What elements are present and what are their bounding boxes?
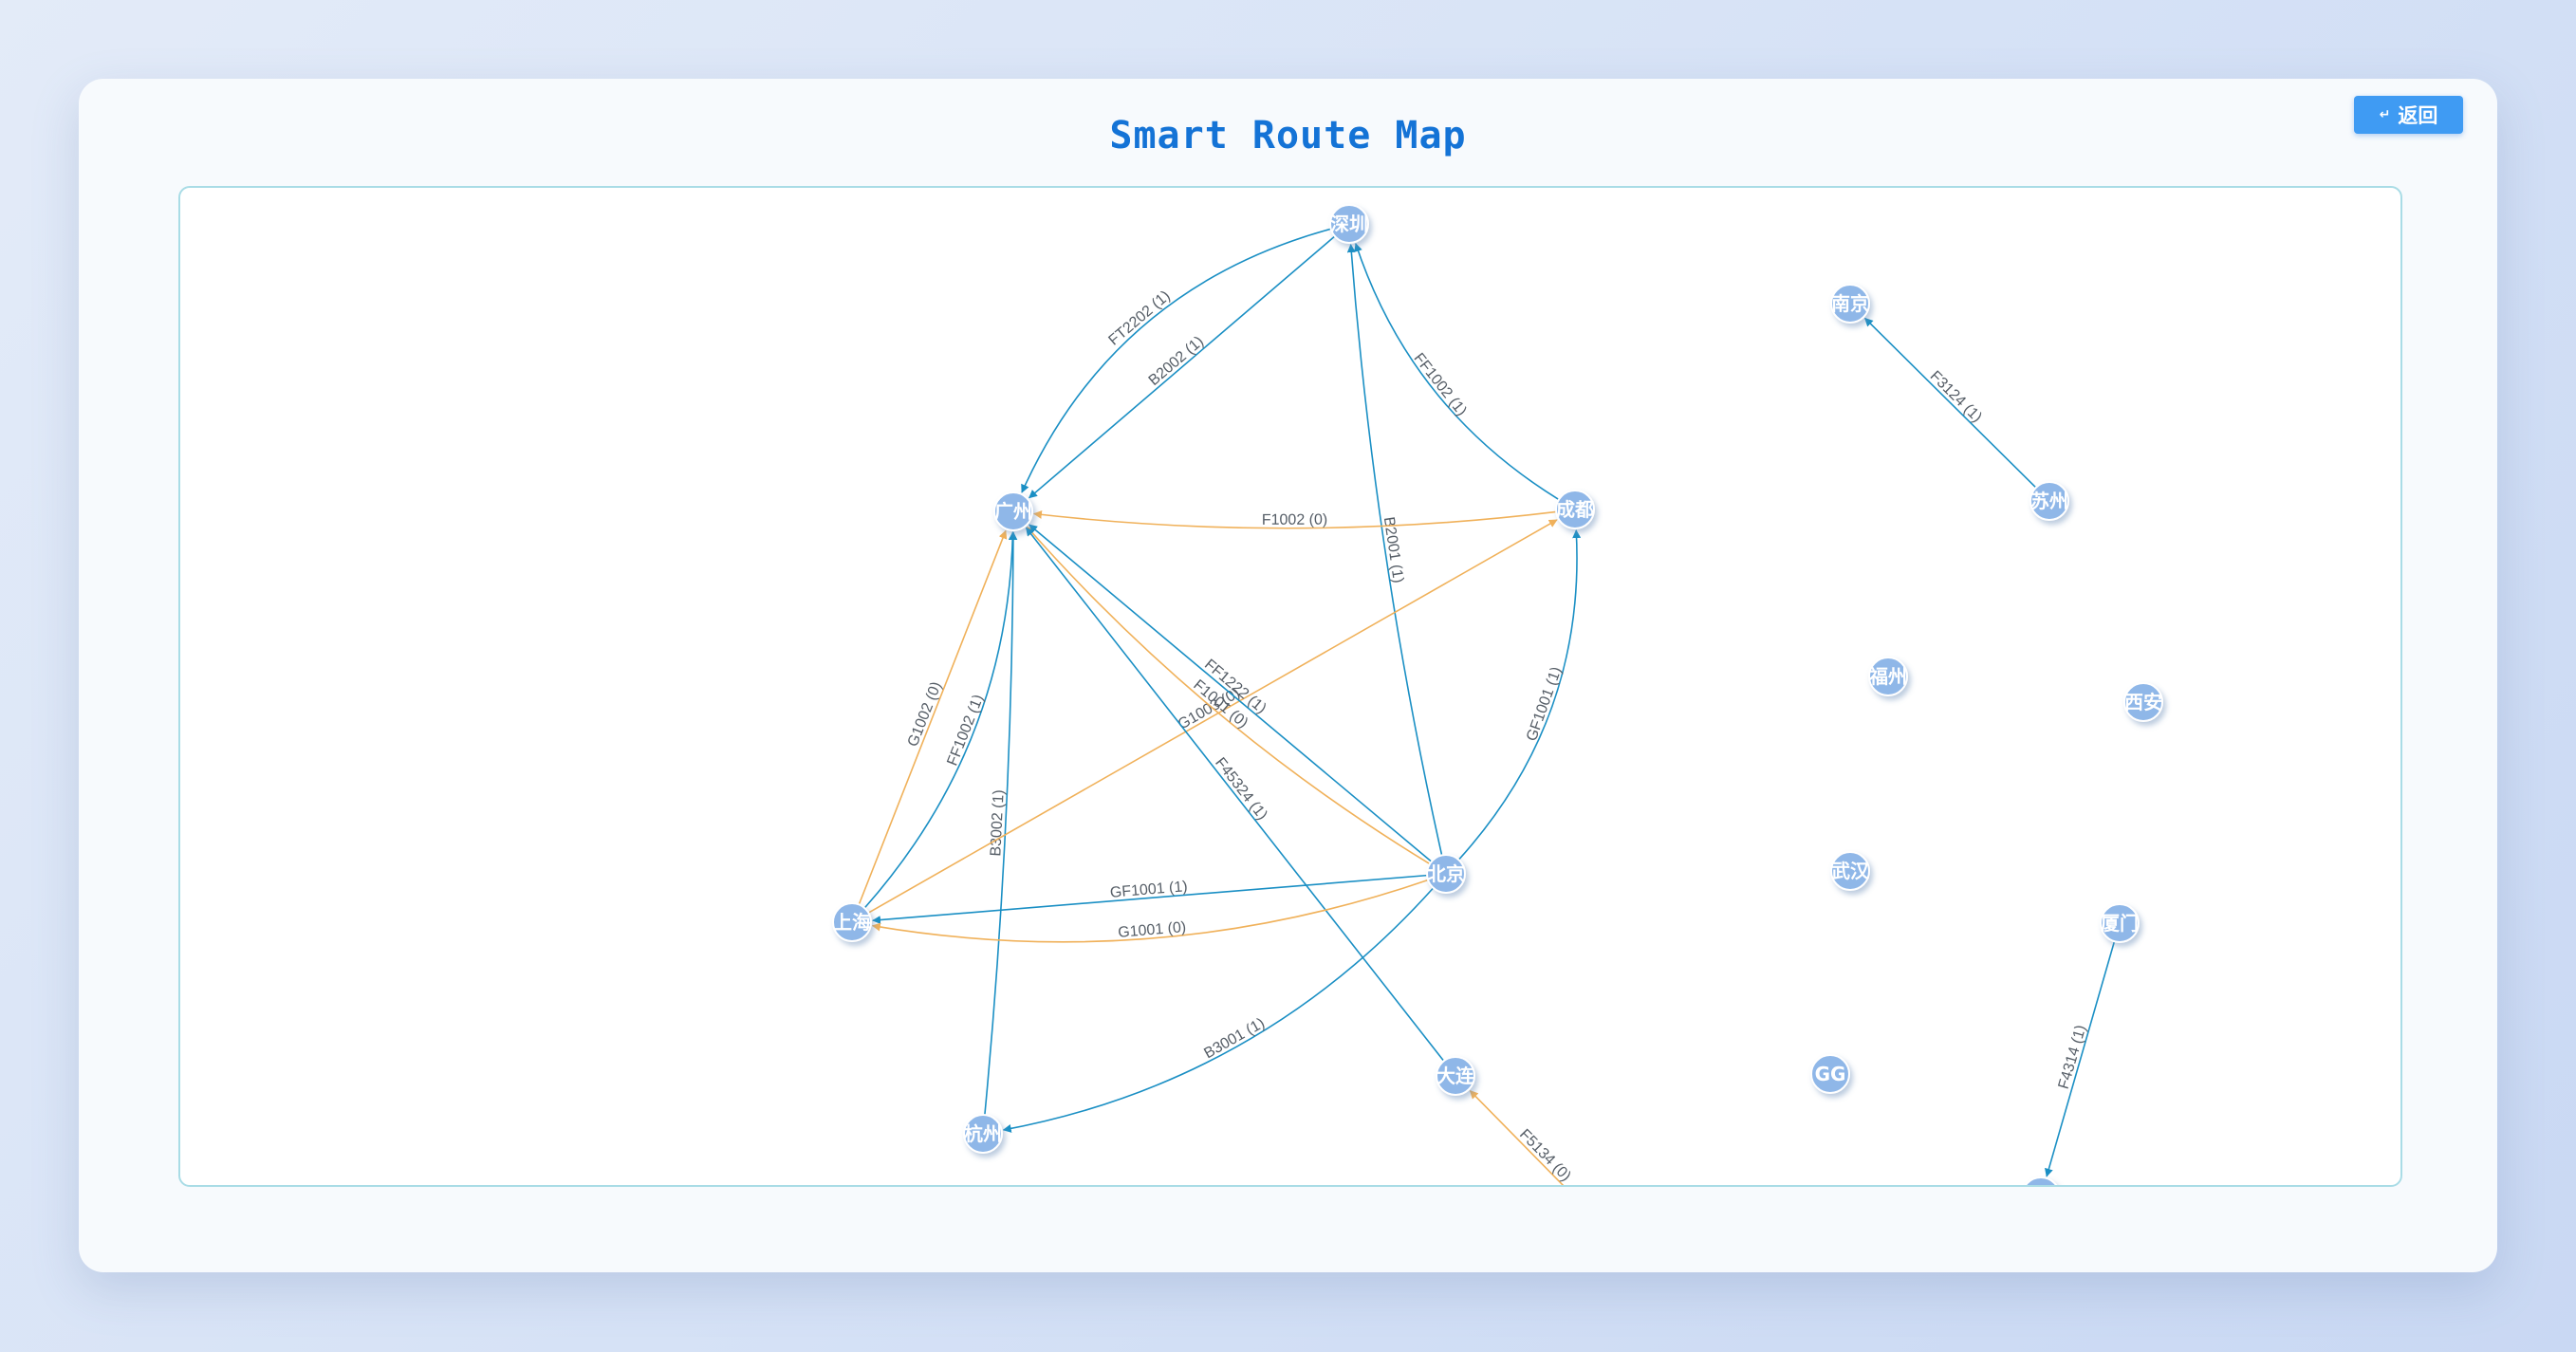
city-node-circle[interactable] bbox=[2123, 682, 2163, 722]
page-title: Smart Route Map bbox=[1109, 114, 1467, 157]
route-edge[interactable] bbox=[1029, 524, 1433, 862]
city-node-label: 杭州 bbox=[964, 1122, 1002, 1145]
city-node-circle[interactable] bbox=[1426, 854, 1466, 894]
route-edge-label: F4314 (1) bbox=[2056, 1023, 2090, 1090]
route-edge[interactable] bbox=[1346, 244, 1443, 856]
route-edge-label: GF1001 (1) bbox=[1524, 665, 1565, 744]
city-node-circle[interactable] bbox=[1830, 284, 1870, 324]
route-edge[interactable] bbox=[1032, 509, 1557, 529]
route-edge[interactable] bbox=[867, 519, 1558, 914]
route-edge[interactable] bbox=[1026, 526, 1431, 865]
city-node-label: 南京 bbox=[1831, 292, 1869, 315]
city-node-gg[interactable]: GG bbox=[1810, 1054, 1850, 1094]
route-edge[interactable] bbox=[1025, 527, 1445, 1062]
city-node-label: 武汉 bbox=[1831, 860, 1870, 882]
route-edge-label: F45324 (1) bbox=[1212, 755, 1270, 824]
route-edge[interactable] bbox=[1354, 243, 1560, 501]
city-node-unlabeled[interactable] bbox=[2022, 1176, 2060, 1187]
route-edge[interactable] bbox=[858, 529, 1008, 905]
city-node-label: 厦门 bbox=[2101, 912, 2139, 935]
route-edge[interactable] bbox=[1457, 529, 1582, 861]
city-node-shenzhen[interactable]: 深圳 bbox=[1329, 204, 1369, 244]
route-edge[interactable] bbox=[1021, 228, 1331, 493]
route-edge-label: G1002 (0) bbox=[905, 679, 945, 749]
route-edge[interactable] bbox=[1002, 887, 1435, 1133]
city-node-circle[interactable] bbox=[963, 1114, 1003, 1154]
route-edge-label: FF1002 (1) bbox=[944, 693, 987, 769]
route-edge-label: G1001 (0) bbox=[1118, 919, 1187, 941]
city-node-label: 成都 bbox=[1556, 498, 1594, 521]
city-node-hangzhou[interactable]: 杭州 bbox=[963, 1114, 1003, 1154]
route-edge-label: F5134 (0) bbox=[1516, 1126, 1574, 1184]
city-node-circle[interactable] bbox=[1810, 1054, 1850, 1094]
city-node-label: 大连 bbox=[1436, 1065, 1475, 1087]
city-node-fuzhou[interactable]: 福州 bbox=[1868, 657, 1908, 696]
back-button[interactable]: ↵ 返回 bbox=[2354, 96, 2463, 134]
city-node-label: GG bbox=[1815, 1063, 1846, 1085]
edges-layer: FT2202 (1)B2002 (1)FF1002 (1)B2001 (1)F1… bbox=[858, 228, 2116, 1187]
city-node-label: 深圳 bbox=[1330, 213, 1368, 235]
route-graph-svg[interactable]: FT2202 (1)B2002 (1)FF1002 (1)B2001 (1)F1… bbox=[180, 188, 2402, 1187]
route-edge[interactable] bbox=[1469, 1090, 1609, 1187]
city-node-circle[interactable] bbox=[1436, 1056, 1475, 1096]
route-edge[interactable] bbox=[871, 879, 1429, 943]
city-node-label: 西安 bbox=[2124, 691, 2162, 713]
city-node-shanghai[interactable]: 上海 bbox=[832, 902, 872, 942]
city-node-circle[interactable] bbox=[2029, 481, 2069, 521]
route-edge[interactable] bbox=[984, 531, 1018, 1116]
city-node-label: 广州 bbox=[994, 500, 1032, 523]
city-node-guangzhou[interactable]: 广州 bbox=[993, 491, 1033, 531]
route-edge[interactable] bbox=[863, 531, 1017, 909]
back-button-label: 返回 bbox=[2398, 104, 2438, 127]
route-edge-label: F1002 (0) bbox=[1262, 512, 1327, 528]
route-edge-label: FF1002 (1) bbox=[1410, 350, 1469, 419]
route-graph-canvas[interactable]: FT2202 (1)B2002 (1)FF1002 (1)B2001 (1)F1… bbox=[178, 186, 2402, 1187]
route-edge-label: B2002 (1) bbox=[1146, 333, 1207, 389]
city-node-label: 北京 bbox=[1427, 862, 1465, 885]
route-edge-label: GF1001 (1) bbox=[1109, 879, 1188, 901]
city-node-beijing[interactable]: 北京 bbox=[1426, 854, 1466, 894]
city-node-circle[interactable] bbox=[1329, 204, 1369, 244]
city-node-circle[interactable] bbox=[832, 902, 872, 942]
city-node-label: 福州 bbox=[1868, 665, 1907, 688]
city-node-dalian[interactable]: 大连 bbox=[1436, 1056, 1475, 1096]
city-node-label: 苏州 bbox=[2030, 490, 2068, 512]
city-node-circle[interactable] bbox=[1868, 657, 1908, 696]
city-node-suzhou[interactable]: 苏州 bbox=[2029, 481, 2069, 521]
route-edge[interactable] bbox=[872, 874, 1428, 925]
city-node-nanjing[interactable]: 南京 bbox=[1830, 284, 1870, 324]
route-edge[interactable] bbox=[1863, 317, 2037, 489]
route-edge-label: B3002 (1) bbox=[988, 789, 1007, 857]
city-node-wuhan[interactable]: 武汉 bbox=[1830, 851, 1870, 891]
city-node-chengdu[interactable]: 成都 bbox=[1555, 490, 1595, 529]
city-node-circle[interactable] bbox=[2022, 1176, 2060, 1187]
route-edge-label: F3124 (1) bbox=[1927, 368, 1985, 426]
city-node-xiamen[interactable]: 厦门 bbox=[2100, 903, 2140, 943]
route-edge[interactable] bbox=[1029, 235, 1336, 499]
route-edge-label: B3001 (1) bbox=[1201, 1015, 1268, 1062]
city-node-circle[interactable] bbox=[1830, 851, 1870, 891]
city-node-circle[interactable] bbox=[1555, 490, 1595, 529]
city-node-xian[interactable]: 西安 bbox=[2123, 682, 2163, 722]
back-icon: ↵ bbox=[2379, 107, 2391, 122]
city-node-circle[interactable] bbox=[993, 491, 1033, 531]
city-node-label: 上海 bbox=[833, 911, 871, 934]
city-node-circle[interactable] bbox=[2100, 903, 2140, 943]
route-edge[interactable] bbox=[2045, 940, 2116, 1177]
route-edge-label: FT2202 (1) bbox=[1106, 287, 1174, 348]
